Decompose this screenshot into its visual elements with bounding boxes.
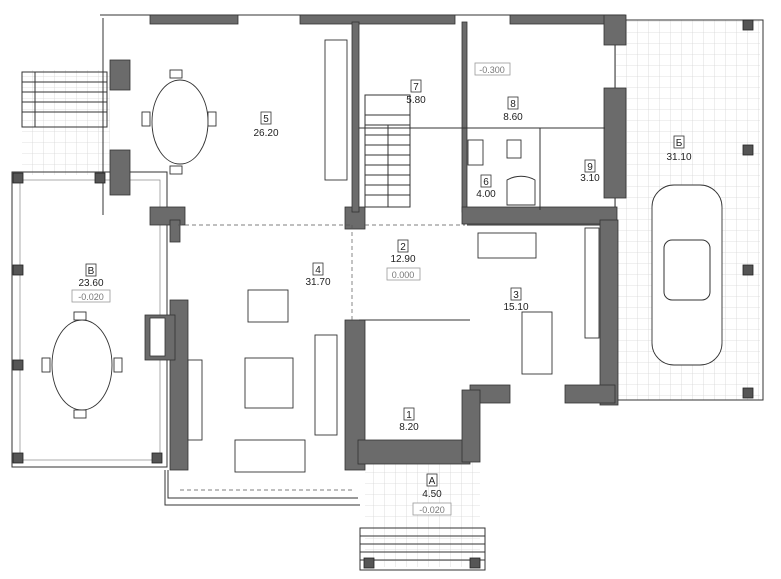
room-label-4: 431.70 xyxy=(305,262,331,288)
svg-text:0.000: 0.000 xyxy=(392,270,415,280)
interior-stairs xyxy=(364,94,411,208)
svg-text:8: 8 xyxy=(510,99,516,110)
room-label-garage: Б 31.10 xyxy=(666,135,692,163)
porch-stairs xyxy=(21,71,108,128)
entrance-stairs xyxy=(359,527,486,571)
svg-text:6: 6 xyxy=(483,177,489,188)
kitchen-counter xyxy=(324,39,348,181)
room-label-6: 64.00 xyxy=(476,174,496,200)
dining-table-room-5 xyxy=(141,69,217,175)
svg-text:Б: Б xyxy=(676,138,683,149)
svg-text:2: 2 xyxy=(400,242,406,253)
svg-text:5: 5 xyxy=(263,114,269,125)
room-label-7: 75.80 xyxy=(406,79,426,106)
car-icon xyxy=(651,184,723,366)
room-3-furniture xyxy=(477,227,600,375)
room-label-terrace-a: А 4.50 -0.020 xyxy=(412,473,452,516)
room-label-8: -0.300 8 8.60 xyxy=(474,62,523,123)
porch-tiled-area xyxy=(22,70,110,175)
svg-text:1: 1 xyxy=(406,410,412,421)
svg-text:4.00: 4.00 xyxy=(476,189,496,200)
bath-fixtures xyxy=(467,139,536,206)
svg-text:-0.300: -0.300 xyxy=(479,65,505,75)
svg-text:-0.020: -0.020 xyxy=(419,505,445,515)
svg-text:4: 4 xyxy=(315,265,321,276)
svg-text:В: В xyxy=(88,266,95,277)
svg-text:3: 3 xyxy=(513,290,519,301)
svg-text:-0.020: -0.020 xyxy=(78,292,104,302)
room-label-1: 18.20 xyxy=(399,407,419,433)
svg-text:15.10: 15.10 xyxy=(503,302,528,313)
svg-text:5.80: 5.80 xyxy=(406,95,426,106)
svg-text:12.90: 12.90 xyxy=(390,254,415,265)
room-label-9: 93.10 xyxy=(580,159,600,184)
dashed-lines xyxy=(178,224,465,491)
room-label-3: 315.10 xyxy=(503,287,529,313)
columns xyxy=(12,19,754,569)
room-label-terrace-v: В23.60 -0.020 xyxy=(71,263,111,303)
living-terrace-edge xyxy=(164,470,360,506)
svg-text:А: А xyxy=(429,476,436,487)
walls xyxy=(109,14,627,471)
svg-text:8.60: 8.60 xyxy=(503,112,523,123)
svg-text:3.10: 3.10 xyxy=(580,173,600,184)
svg-text:8.20: 8.20 xyxy=(399,422,419,433)
svg-text:7: 7 xyxy=(413,82,419,93)
terrace-v-outline xyxy=(11,171,168,468)
living-furniture xyxy=(187,289,338,473)
terrace-v-inner xyxy=(19,179,161,461)
dining-table-terrace xyxy=(41,311,123,419)
svg-text:23.60: 23.60 xyxy=(78,278,103,289)
svg-text:4.50: 4.50 xyxy=(422,489,442,500)
svg-text:26.20: 26.20 xyxy=(253,128,278,139)
svg-text:31.70: 31.70 xyxy=(305,277,330,288)
svg-text:31.10: 31.10 xyxy=(666,152,691,163)
room-label-5: 526.20 xyxy=(253,111,279,139)
svg-text:9: 9 xyxy=(587,162,593,173)
room-label-2: 212.90 0.000 xyxy=(386,239,421,281)
